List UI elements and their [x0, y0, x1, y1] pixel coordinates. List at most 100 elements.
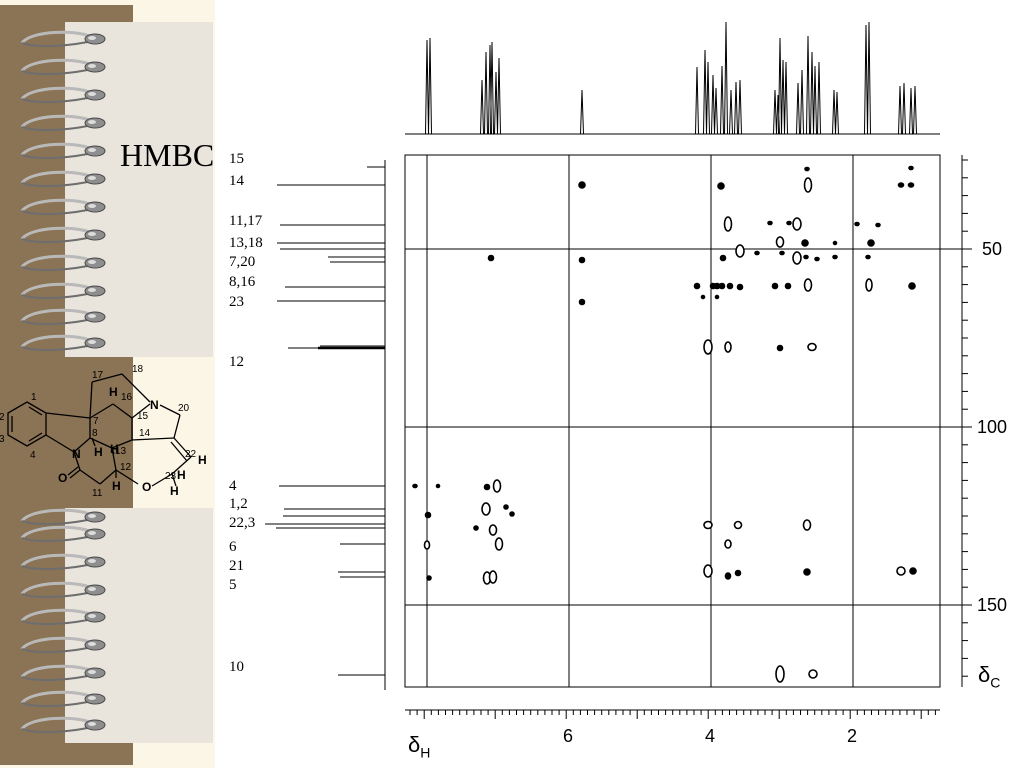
- cross-peak: [802, 519, 812, 531]
- cross-peak: [703, 564, 713, 578]
- cross-peak: [779, 250, 785, 256]
- cross-peak: [807, 342, 817, 352]
- cross-peak: [832, 254, 838, 260]
- cross-peak: [578, 256, 586, 264]
- atom-number: 22: [185, 449, 197, 460]
- cross-peak: [719, 254, 727, 262]
- cross-peak: [424, 511, 432, 519]
- atom-number: 14: [139, 428, 151, 439]
- carbon-label: 22,3: [229, 515, 256, 531]
- cross-peak: [703, 520, 713, 530]
- hydrogen-atom: H: [198, 453, 207, 467]
- cross-peak: [865, 254, 871, 260]
- cross-peak: [578, 298, 586, 306]
- cross-peak: [784, 282, 792, 290]
- cross-peak: [803, 568, 811, 576]
- hydrogen-atom: H: [94, 445, 103, 459]
- carbon-label: 15: [229, 151, 244, 167]
- atom-number: 4: [30, 450, 36, 461]
- carbon-projection: [265, 160, 386, 690]
- nitrogen-atom: N: [72, 447, 81, 461]
- carbon-label: 23: [229, 294, 244, 310]
- molecule-structure: [7, 373, 192, 487]
- atom-number: 7: [93, 416, 99, 427]
- cross-peak: [814, 256, 820, 262]
- cross-peak: [908, 282, 916, 290]
- carbon-label: 21: [229, 558, 244, 574]
- cross-peak: [714, 294, 720, 300]
- cross-peak: [509, 511, 515, 517]
- cross-peak: [775, 236, 785, 248]
- atom-number: 2: [0, 412, 5, 423]
- cross-peak: [801, 239, 809, 247]
- cross-peak: [803, 254, 809, 260]
- atom-number: 1: [31, 392, 37, 403]
- cross-peak: [412, 483, 418, 489]
- y-tick-label: 50: [982, 239, 1003, 259]
- cross-peak: [865, 278, 873, 292]
- cross-peak: [494, 537, 504, 551]
- cross-peak: [423, 540, 431, 550]
- cross-peak: [734, 569, 742, 577]
- cross-peak: [909, 567, 917, 575]
- cross-peak: [492, 479, 502, 493]
- cross-peak: [703, 339, 713, 355]
- grid-lines: [405, 155, 970, 687]
- atom-number: 11: [92, 488, 103, 499]
- cross-peaks: [412, 165, 917, 683]
- atom-number: 3: [0, 434, 5, 445]
- cross-peak: [723, 216, 733, 232]
- cross-peak: [776, 344, 784, 352]
- cross-peak: [907, 182, 915, 188]
- cross-peak: [775, 665, 785, 683]
- cross-peak: [483, 483, 491, 491]
- carbon-label: 7,20: [229, 254, 256, 270]
- slide-title: HMBC: [120, 137, 215, 173]
- cross-peak: [488, 524, 498, 536]
- proton-projection: [405, 21, 940, 135]
- y-axis-title: δC: [978, 662, 1001, 691]
- carbon-label: 12: [229, 354, 244, 370]
- cross-peak: [736, 283, 744, 291]
- hydrogen-atom: H: [109, 385, 118, 399]
- molecule-atom-labels: 1 2 3 4 7 8 11 12 13 14 15 16 17 18 20 2…: [0, 364, 207, 499]
- cross-peak: [503, 504, 509, 510]
- carbon-label: 5: [229, 577, 237, 593]
- y-tick-label: 150: [977, 595, 1008, 615]
- carbon-label: 4: [229, 478, 237, 494]
- nitrogen-atom: N: [150, 398, 159, 412]
- hydrogen-atom: H: [110, 442, 119, 456]
- cross-peak: [908, 165, 914, 171]
- atom-number: 16: [121, 392, 133, 403]
- cross-peak: [435, 483, 441, 489]
- y-tick-label: 100: [977, 417, 1008, 437]
- x-axis-title: δH: [408, 732, 431, 761]
- cross-peak: [724, 539, 732, 549]
- cross-peak: [897, 182, 905, 188]
- cross-peak: [854, 221, 860, 227]
- hydrogen-atom: H: [177, 468, 186, 482]
- cross-peak: [804, 166, 810, 172]
- y-axis: [961, 155, 972, 687]
- carbon-label: 6: [229, 539, 237, 555]
- cross-peak: [767, 220, 773, 226]
- plot-frame: [404, 154, 941, 688]
- cross-peak: [724, 572, 732, 580]
- cross-peak: [718, 282, 726, 290]
- cross-peak: [735, 244, 745, 258]
- hydrogen-atom: H: [170, 484, 179, 498]
- x-tick-label: 4: [705, 726, 716, 746]
- cross-peak: [726, 282, 734, 290]
- cross-peak: [803, 177, 813, 193]
- x-tick-label: 6: [563, 726, 574, 746]
- atom-number: 12: [120, 462, 132, 473]
- atom-number: 20: [178, 403, 190, 414]
- spiral-notebook-binding-icon: [0, 0, 215, 768]
- cross-peak: [771, 282, 779, 290]
- atom-number: 8: [92, 428, 98, 439]
- atom-number: 18: [132, 364, 144, 375]
- cross-peak: [578, 181, 586, 189]
- cross-peak: [717, 182, 725, 190]
